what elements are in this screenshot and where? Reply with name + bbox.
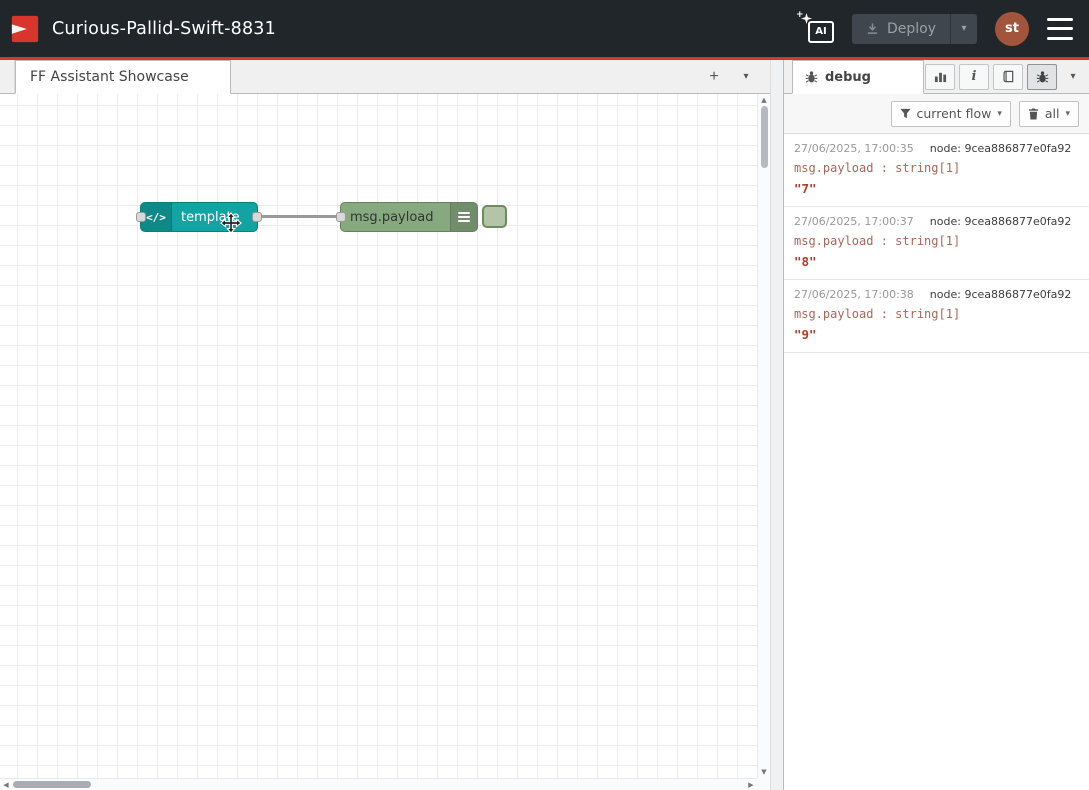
workspace-tabbar: FF Assistant Showcase + ▾ bbox=[0, 60, 770, 94]
sidebar-splitter[interactable] bbox=[770, 60, 783, 790]
deploy-icon bbox=[866, 22, 879, 35]
node-id[interactable]: node: 9cea886877e0fa92 bbox=[930, 142, 1072, 155]
scroll-up-icon[interactable]: ▲ bbox=[758, 94, 770, 106]
template-output-port[interactable] bbox=[252, 212, 262, 222]
chevron-down-icon: ▾ bbox=[1070, 71, 1075, 82]
tab-debug-icon[interactable] bbox=[1027, 64, 1057, 90]
message-value: "7" bbox=[794, 181, 1079, 196]
tab-help[interactable] bbox=[993, 64, 1023, 90]
scroll-right-icon[interactable]: ▶ bbox=[745, 779, 757, 790]
ai-assistant-button[interactable]: + AI bbox=[802, 14, 834, 44]
deploy-main-button[interactable]: Deploy bbox=[852, 14, 950, 44]
horizontal-scroll-thumb[interactable] bbox=[13, 781, 91, 788]
move-cursor-icon bbox=[220, 212, 242, 234]
timestamp: 27/06/2025, 17:00:38 bbox=[794, 288, 914, 301]
canvas-vertical-scrollbar[interactable]: ▲ ▼ bbox=[757, 94, 770, 778]
debug-node-label: msg.payload bbox=[341, 203, 450, 231]
debug-message-meta: 27/06/2025, 17:00:35 node: 9cea886877e0f… bbox=[794, 142, 1079, 155]
clear-label: all bbox=[1045, 106, 1060, 121]
tab-label: FF Assistant Showcase bbox=[30, 69, 189, 85]
template-node-label: template bbox=[172, 203, 257, 231]
chevron-down-icon: ▾ bbox=[997, 109, 1002, 119]
message-value: "8" bbox=[794, 254, 1079, 269]
message-value: "9" bbox=[794, 327, 1079, 342]
add-flow-button[interactable]: + bbox=[702, 65, 726, 89]
flow-list-button[interactable]: ▾ bbox=[734, 65, 758, 89]
scrollbar-corner bbox=[757, 778, 770, 790]
instance-title: Curious-Pallid-Swift-8831 bbox=[52, 19, 276, 39]
debug-message: 27/06/2025, 17:00:37 node: 9cea886877e0f… bbox=[784, 207, 1089, 280]
canvas-horizontal-scrollbar[interactable]: ◀ ▶ bbox=[0, 778, 757, 790]
debug-messages: 27/06/2025, 17:00:35 node: 9cea886877e0f… bbox=[784, 134, 1089, 790]
deploy-button[interactable]: Deploy ▾ bbox=[852, 14, 977, 44]
chevron-down-icon: ▾ bbox=[1065, 109, 1070, 119]
bug-icon bbox=[1036, 70, 1049, 84]
sidebar-tabs-menu-button[interactable]: ▾ bbox=[1061, 64, 1085, 90]
sidebar-icon-tabs: i ▾ bbox=[925, 60, 1089, 93]
debug-message-meta: 27/06/2025, 17:00:37 node: 9cea886877e0f… bbox=[794, 215, 1079, 228]
template-icon-glyph: </> bbox=[146, 211, 166, 224]
scroll-down-icon[interactable]: ▼ bbox=[758, 766, 770, 778]
deploy-options-button[interactable]: ▾ bbox=[950, 14, 977, 44]
flow-canvas[interactable]: </> template msg.payload bbox=[0, 94, 770, 790]
node-debug[interactable]: msg.payload bbox=[340, 202, 478, 232]
debug-enable-toggle-button[interactable] bbox=[482, 205, 507, 228]
menu-icon bbox=[1047, 37, 1073, 40]
tab-info[interactable]: i bbox=[959, 64, 989, 90]
filter-label: current flow bbox=[917, 106, 992, 121]
info-icon: i bbox=[972, 69, 977, 84]
debug-input-port[interactable] bbox=[336, 212, 346, 222]
message-topic: msg.payload : string[1] bbox=[794, 234, 1079, 248]
ai-label: AI bbox=[808, 21, 834, 43]
debug-tab-label: debug bbox=[825, 70, 871, 85]
debug-message: 27/06/2025, 17:00:38 node: 9cea886877e0f… bbox=[784, 280, 1089, 353]
deploy-label: Deploy bbox=[887, 21, 936, 37]
sidebar: debug i ▾ bbox=[783, 60, 1089, 790]
template-input-port[interactable] bbox=[136, 212, 146, 222]
workspace-pane: FF Assistant Showcase + ▾ </> bbox=[0, 60, 770, 790]
debug-filter-button[interactable]: current flow ▾ bbox=[891, 101, 1011, 127]
wire-template-to-debug[interactable] bbox=[258, 215, 340, 218]
chevron-down-icon: ▾ bbox=[743, 71, 748, 82]
debug-message-meta: 27/06/2025, 17:00:38 node: 9cea886877e0f… bbox=[794, 288, 1079, 301]
node-id[interactable]: node: 9cea886877e0fa92 bbox=[930, 288, 1072, 301]
tabbar-spacer bbox=[0, 60, 15, 93]
tab-ff-assistant-showcase[interactable]: FF Assistant Showcase bbox=[15, 60, 231, 94]
main-menu-button[interactable] bbox=[1047, 17, 1073, 41]
flowfuse-logo-icon bbox=[10, 14, 40, 44]
sidebar-tabbar: debug i ▾ bbox=[784, 60, 1089, 94]
vertical-scroll-thumb[interactable] bbox=[761, 106, 768, 168]
tabbar-actions: + ▾ bbox=[702, 60, 758, 93]
user-avatar[interactable]: st bbox=[995, 12, 1029, 46]
debug-clear-button[interactable]: all ▾ bbox=[1019, 101, 1079, 127]
node-id[interactable]: node: 9cea886877e0fa92 bbox=[930, 215, 1072, 228]
timestamp: 27/06/2025, 17:00:37 bbox=[794, 215, 914, 228]
menu-icon bbox=[1047, 18, 1073, 21]
book-icon bbox=[1002, 70, 1015, 83]
debug-toolbar: current flow ▾ all ▾ bbox=[784, 94, 1089, 134]
timestamp: 27/06/2025, 17:00:35 bbox=[794, 142, 914, 155]
trash-icon bbox=[1028, 108, 1039, 120]
funnel-icon bbox=[900, 108, 911, 119]
header-actions: + AI Deploy ▾ st bbox=[802, 12, 1073, 46]
tab-dashboard[interactable] bbox=[925, 64, 955, 90]
editor-main: FF Assistant Showcase + ▾ </> bbox=[0, 60, 1089, 790]
bug-icon bbox=[805, 70, 818, 84]
plus-icon: + bbox=[709, 68, 718, 86]
scroll-left-icon[interactable]: ◀ bbox=[0, 779, 12, 790]
debug-icon bbox=[450, 203, 477, 231]
debug-message: 27/06/2025, 17:00:35 node: 9cea886877e0f… bbox=[784, 134, 1089, 207]
message-topic: msg.payload : string[1] bbox=[794, 161, 1079, 175]
bar-chart-icon bbox=[934, 70, 947, 83]
header: Curious-Pallid-Swift-8831 + AI Deploy ▾ … bbox=[0, 0, 1089, 60]
message-topic: msg.payload : string[1] bbox=[794, 307, 1079, 321]
chevron-down-icon: ▾ bbox=[961, 23, 966, 34]
tab-debug[interactable]: debug bbox=[792, 60, 924, 94]
menu-icon bbox=[1047, 27, 1073, 30]
